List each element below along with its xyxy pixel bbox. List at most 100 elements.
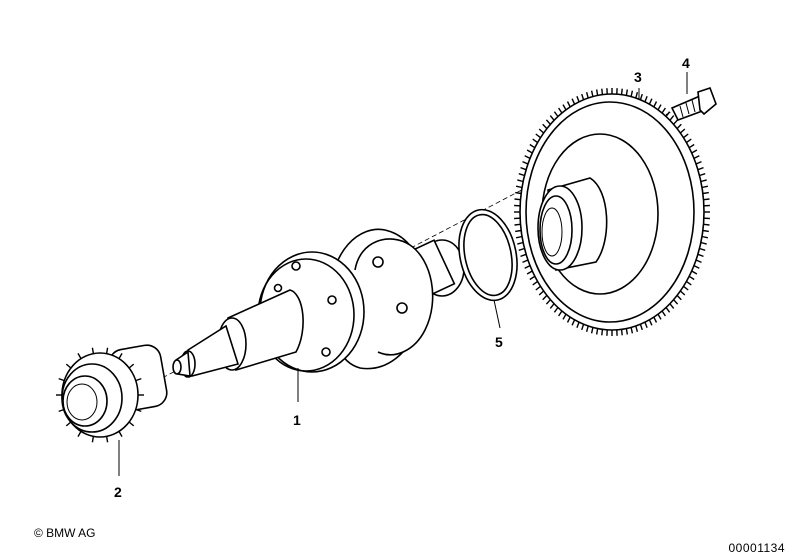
ring-gear-tooth [576,95,580,103]
ring-gear-tooth [697,253,704,258]
ring-gear-tooth [566,316,571,323]
ring-gear-tooth [676,123,682,130]
ring-gear-tooth [596,328,599,335]
ring-gear-tooth [691,270,698,275]
ring-gear-tooth [683,133,689,139]
ring-gear-tooth [545,299,551,305]
ring-gear-tooth [538,128,545,134]
ring-gear-tooth [590,327,594,334]
ring-gear-tooth [693,264,700,269]
document-number: 00001134 [728,541,785,555]
ring-gear-tooth [688,275,695,281]
ring-gear-tooth [635,325,639,332]
ring-gear-tooth [639,323,643,331]
ring-gear-tooth [665,307,671,313]
ring-gear-tooth [581,93,585,101]
ring-gear-tooth [522,259,529,264]
sprocket-tooth [105,347,109,354]
ring-gear-tooth [524,155,531,160]
ring-gear-tooth [685,138,692,144]
ring-gear-tooth [529,143,536,149]
ring-gear-tooth [683,285,689,291]
sprocket-tooth [91,347,95,354]
ring-gear-tooth [514,223,521,226]
ring-gear-tooth [673,299,679,305]
ring-gear-tooth [699,247,706,251]
callout-2: 2 [114,484,122,500]
ring-gear-tooth [697,166,704,171]
ring-gear-tooth [542,294,548,301]
sprocket-tooth [128,421,135,427]
ring-gear-tooth [630,327,634,334]
sprocket-tooth [135,408,142,413]
ring-gear-tooth [571,319,576,326]
ring-gear-tooth [524,264,531,269]
ring-gear-tooth [518,247,525,251]
ring-gear-tooth [535,285,541,291]
ring-gear-tooth [590,90,594,97]
ring-gear-tooth [558,107,563,114]
ring-gear-tooth [517,179,524,183]
sprocket-tooth [77,353,82,359]
ring-gear-tooth [558,310,563,317]
sprocket-tooth [58,377,65,382]
ring-gear-tooth [532,138,539,144]
ring-gear-tooth [644,321,648,329]
ring-gear-tooth [688,143,695,149]
leader-line-5 [493,299,501,329]
ring-gear-tooth [669,303,675,309]
ring-gear-tooth [693,155,700,160]
ring-gear-tooth [515,191,522,195]
sprocket-tooth [77,431,82,437]
ring-gear-tooth [685,280,692,286]
ring-gear-tooth [679,290,686,296]
ring-gear-tooth [585,92,589,99]
copyright-notice: © BMW AG [34,526,96,540]
ring-gear-tooth [625,89,628,96]
ring-gear-tooth [526,149,533,154]
sprocket-tooth [128,363,135,369]
ring-gear-tooth [695,160,702,165]
ring-gear-tooth [515,229,522,233]
ring-gear-tooth [702,229,709,233]
sprocket-tooth [118,353,123,359]
ring-gear-tooth [665,111,671,117]
sprocket-tooth [105,436,109,443]
ring-gear-tooth [620,329,623,336]
callout-5: 5 [495,334,503,350]
ring-gear-tooth [542,123,548,130]
ring-gear-tooth [576,321,580,329]
ring-gear-tooth [653,101,658,108]
ring-gear-tooth [535,133,541,139]
sprocket-tooth [91,436,95,443]
ring-gear-tooth [553,307,559,313]
ring-gear-tooth [702,191,709,195]
ring-gear-tooth [653,316,658,323]
sprocket-tooth [65,363,72,369]
ring-gear-tooth [549,303,555,309]
ring-gear-tooth [553,111,559,117]
ring-gear-tooth [635,92,639,99]
ring-gear-tooth [520,166,527,171]
callout-1: 1 [293,412,301,428]
ring-gear-tooth [571,98,576,105]
ring-gear-tooth [514,198,521,201]
ring-gear-tooth [657,104,662,111]
flywheel-bolt [670,86,717,121]
ring-gear-tooth [585,325,589,332]
crankshaft-sprocket [56,344,168,443]
callout-4: 4 [682,55,690,71]
ring-gear-tooth [625,328,628,335]
ring-gear-tooth [676,294,682,301]
ring-gear-tooth [596,89,599,96]
callout-3: 3 [634,69,642,85]
ring-gear-tooth [581,323,585,331]
seal-ring [458,208,518,302]
ring-gear-tooth [630,90,634,97]
ring-gear-tooth [701,235,709,239]
ring-gear-tooth [679,128,686,134]
ring-gear-tooth [566,101,571,108]
ring-gear-tooth [515,235,523,239]
ring-gear-tooth [644,95,648,103]
